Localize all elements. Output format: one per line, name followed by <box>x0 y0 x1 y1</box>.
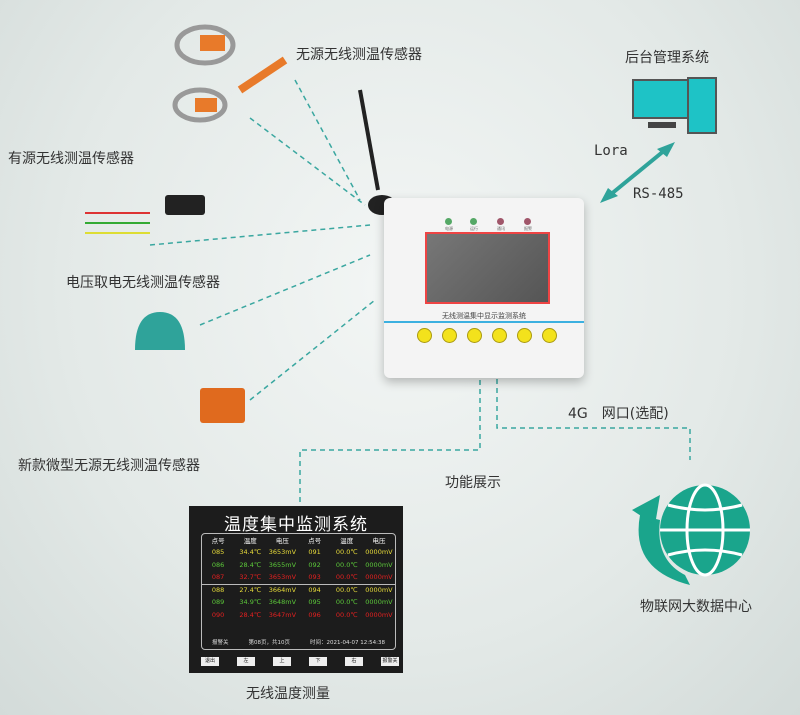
table-cell: 086 <box>211 560 225 569</box>
table-cell: 3653mV <box>268 573 297 582</box>
table-cell: 094 <box>308 586 321 595</box>
label-measure: 无线温度测量 <box>246 686 330 702</box>
led-label: 报警 <box>524 226 532 231</box>
table-header: 点号 温度 电压 点号 温度 电压 <box>202 534 395 546</box>
table-cell: 3653mV <box>268 548 297 557</box>
table-cell: 0000mV <box>365 560 393 569</box>
table-cell: 34.4℃ <box>239 548 262 557</box>
label-network: 4G 网口(选配) <box>568 406 669 422</box>
table-cell: 085 <box>211 548 225 557</box>
device-button[interactable] <box>417 328 432 343</box>
label-rs485: RS-485 <box>633 186 684 202</box>
panel-button[interactable]: 下 <box>309 657 327 666</box>
antenna <box>358 89 380 191</box>
table-cell: 32.7℃ <box>239 573 262 582</box>
device-title: 无线测温集中显示监测系统 <box>442 312 526 320</box>
led-alarm <box>524 218 531 225</box>
table-row: 087 32.7℃ 3653mV 093 00.0℃ 0000mV <box>202 571 395 584</box>
label-iot: 物联网大数据中心 <box>640 599 752 615</box>
table-cell: 00.0℃ <box>335 548 358 557</box>
table-cell: 096 <box>308 610 321 619</box>
panel-button[interactable]: 左 <box>237 657 255 666</box>
table-cell: 3664mV <box>268 586 297 595</box>
column-header: 电压 <box>275 537 289 545</box>
table-footer: 报警关 第08页，共10页 时间：2021-04-07 12:54:38 <box>202 638 395 646</box>
label-lora: Lora <box>594 143 628 159</box>
led-run <box>470 218 477 225</box>
led-label: 运行 <box>470 226 478 231</box>
table-cell: 00.0℃ <box>335 610 358 619</box>
table-row: 089 34.9℃ 3648mV 095 00.0℃ 0000mV <box>202 596 395 609</box>
table-cell: 00.0℃ <box>335 573 358 582</box>
passive-sensor-band <box>174 24 236 66</box>
panel-title: 温度集中监测系统 <box>224 515 368 535</box>
led-label: 通讯 <box>497 226 505 231</box>
device-screen <box>425 232 550 304</box>
table-cell: 0000mV <box>365 598 393 607</box>
panel-button[interactable]: 报警关 <box>381 657 399 666</box>
footer-text: 时间：2021-04-07 12:54:38 <box>310 640 385 646</box>
footer-text: 报警关 <box>212 640 229 646</box>
table-row: 090 28.4℃ 3647mV 096 00.0℃ 0000mV <box>202 609 395 622</box>
label-voltage-sensor: 电压取电无线测温传感器 <box>66 275 220 291</box>
column-header: 温度 <box>243 537 257 545</box>
monitor-device: 电源 运行 通讯 报警 无线测温集中显示监测系统 <box>384 198 584 378</box>
device-button[interactable] <box>542 328 557 343</box>
table-cell: 3647mV <box>268 610 297 619</box>
table-cell: 00.0℃ <box>335 586 358 595</box>
table-cell: 00.0℃ <box>335 598 358 607</box>
table-cell: 090 <box>211 610 225 619</box>
panel-button[interactable]: 右 <box>345 657 363 666</box>
table-cell: 091 <box>308 548 321 557</box>
device-button[interactable] <box>442 328 457 343</box>
table-row: 088 27.4℃ 3664mV 094 00.0℃ 0000mV <box>202 583 395 597</box>
label-function: 功能展示 <box>445 475 501 491</box>
table-cell: 089 <box>211 598 225 607</box>
table-cell: 28.4℃ <box>239 610 262 619</box>
footer-text: 第08页，共10页 <box>248 640 291 646</box>
device-button[interactable] <box>492 328 507 343</box>
table-cell: 28.4℃ <box>239 560 262 569</box>
panel-button[interactable]: 上 <box>273 657 291 666</box>
led-power <box>445 218 452 225</box>
table-cell: 34.9℃ <box>239 598 262 607</box>
table-cell: 0000mV <box>365 548 393 557</box>
table-cell: 087 <box>211 573 225 582</box>
table-cell: 3655mV <box>268 560 297 569</box>
column-header: 点号 <box>308 537 322 545</box>
led-comm <box>497 218 504 225</box>
column-header: 电压 <box>372 537 386 545</box>
table-cell: 0000mV <box>365 573 393 582</box>
table-cell: 092 <box>308 560 321 569</box>
table-cell: 0000mV <box>365 586 393 595</box>
label-micro-sensor: 新款微型无源无线测温传感器 <box>18 458 200 474</box>
led-label: 电源 <box>445 226 453 231</box>
data-table: 点号 温度 电压 点号 温度 电压 085 34.4℃ 3653mV 091 00.0℃ 0000m… <box>201 533 396 650</box>
table-cell: 3648mV <box>268 598 297 607</box>
panel-button[interactable]: 退出 <box>201 657 219 666</box>
table-cell: 00.0℃ <box>335 560 358 569</box>
device-button[interactable] <box>467 328 482 343</box>
device-button[interactable] <box>517 328 532 343</box>
table-cell: 088 <box>211 586 225 595</box>
table-cell: 095 <box>308 598 321 607</box>
table-row: 086 28.4℃ 3655mV 092 00.0℃ 0000mV <box>202 559 395 572</box>
label-backend: 后台管理系统 <box>625 50 709 66</box>
table-cell: 093 <box>308 573 321 582</box>
column-header: 温度 <box>340 537 354 545</box>
column-header: 点号 <box>211 537 225 545</box>
table-cell: 27.4℃ <box>239 586 262 595</box>
table-cell: 0000mV <box>365 610 393 619</box>
table-row: 085 34.4℃ 3653mV 091 00.0℃ 0000mV <box>202 546 395 559</box>
label-active-sensor: 有源无线测温传感器 <box>8 151 134 167</box>
label-passive-sensor: 无源无线测温传感器 <box>296 47 422 63</box>
